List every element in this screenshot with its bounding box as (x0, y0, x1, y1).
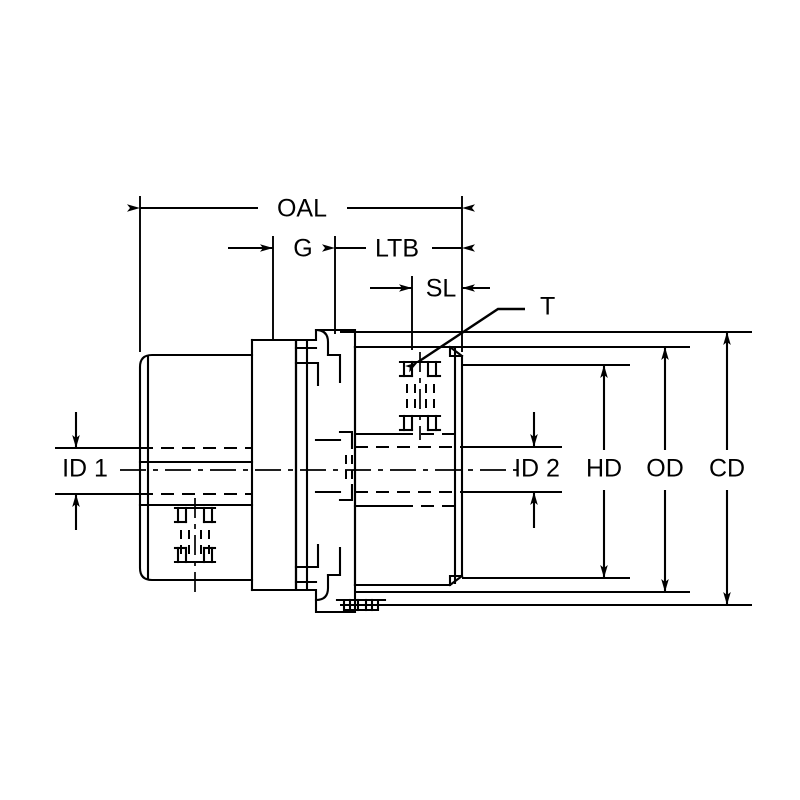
dimension-label-id2: ID 2 (514, 455, 560, 483)
dimension-label-cd: CD (709, 455, 745, 483)
left-bore-hidden-lines (138, 446, 254, 507)
right-thread-detail (398, 352, 442, 440)
left-thread-detail (173, 498, 217, 592)
dimension-g: G (228, 235, 336, 340)
dimension-label-sl: SL (426, 275, 457, 303)
right-body-outline (353, 345, 464, 587)
dimension-oal: OAL (127, 195, 475, 352)
dimension-cd: CD (340, 331, 752, 606)
dimension-od: OD (355, 346, 690, 593)
dimension-id2: ID 2 (462, 412, 562, 528)
part-geometry (120, 328, 520, 614)
dimension-sl: SL (370, 275, 490, 350)
dimension-label-id1: ID 1 (62, 455, 108, 483)
dimension-label-oal: OAL (277, 195, 327, 223)
dimension-id1: ID 1 (55, 412, 150, 530)
dimension-label-ltb: LTB (375, 235, 419, 263)
dimension-label-t: T (540, 293, 555, 321)
dimension-ltb: LTB (322, 235, 475, 263)
dimension-label-g: G (293, 235, 312, 263)
dimension-label-od: OD (646, 455, 684, 483)
dimension-t: T (405, 293, 555, 373)
dimension-hd: HD (462, 364, 630, 579)
flange-groove-hidden-lines (294, 353, 354, 577)
top-step-edges (353, 345, 402, 587)
left-body-outline (138, 353, 254, 582)
dimension-label-hd: HD (586, 455, 622, 483)
right-bore-hidden-lines (353, 432, 462, 508)
second-step-outline (250, 338, 298, 592)
flange-block-outline (294, 328, 357, 614)
